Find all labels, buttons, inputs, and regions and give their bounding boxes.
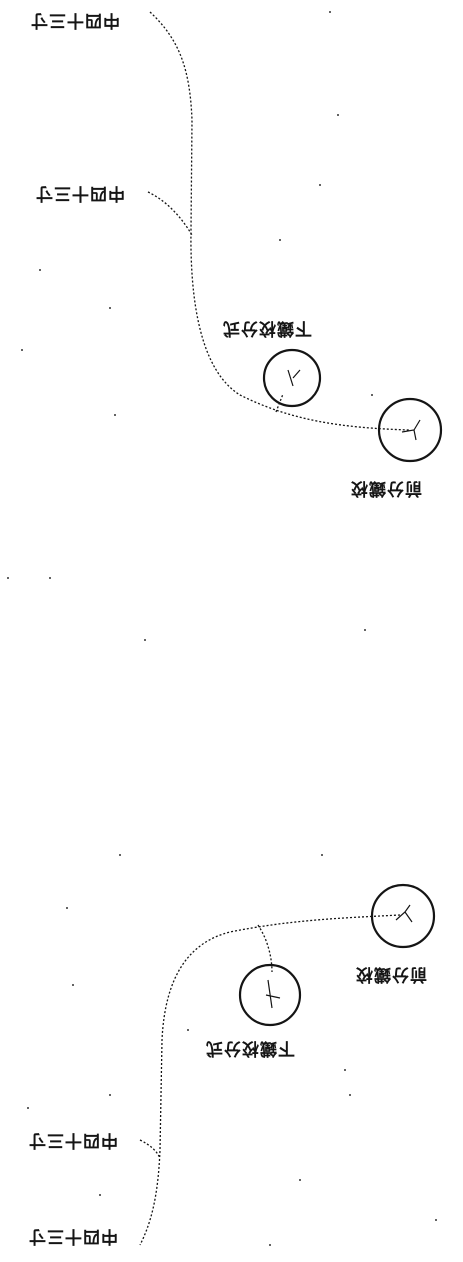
top-node-small-circle (262, 348, 322, 408)
label-top-1: 中四十三寸 (30, 10, 120, 30)
label-top-node-large: 前分鐵校 (350, 478, 422, 498)
top-nodes (262, 348, 443, 463)
bottom-node-large-circle (370, 883, 436, 949)
bottom-node-small-mark (265, 979, 281, 1009)
label-bottom-1: 中四十三寸 (28, 1130, 118, 1150)
top-tree (147, 11, 411, 431)
top-branch-line-1 (147, 191, 193, 236)
label-top-node-small: 下鐵校分式 (222, 318, 312, 338)
label-bottom-2: 中四十三寸 (28, 1226, 118, 1246)
bottom-node-small-circle (238, 963, 302, 1027)
top-node-large-mark (401, 419, 421, 441)
top-trunk-line (149, 11, 411, 431)
label-top-2: 中四十三寸 (35, 183, 125, 203)
bottom-branch-line-2 (257, 924, 273, 973)
bottom-nodes (238, 883, 436, 1027)
label-bottom-node-large: 前分鐵校 (355, 964, 427, 984)
bottom-trunk-line (139, 914, 401, 1246)
paper-speckles (7, 11, 437, 1246)
bottom-node-large-mark (395, 904, 413, 923)
top-node-large-circle (377, 397, 443, 463)
bottom-branch-line-1 (139, 1139, 161, 1159)
top-node-small-mark (287, 369, 301, 387)
label-bottom-node-small: 下鐵校分式 (205, 1038, 295, 1058)
bottom-tree (139, 914, 401, 1246)
